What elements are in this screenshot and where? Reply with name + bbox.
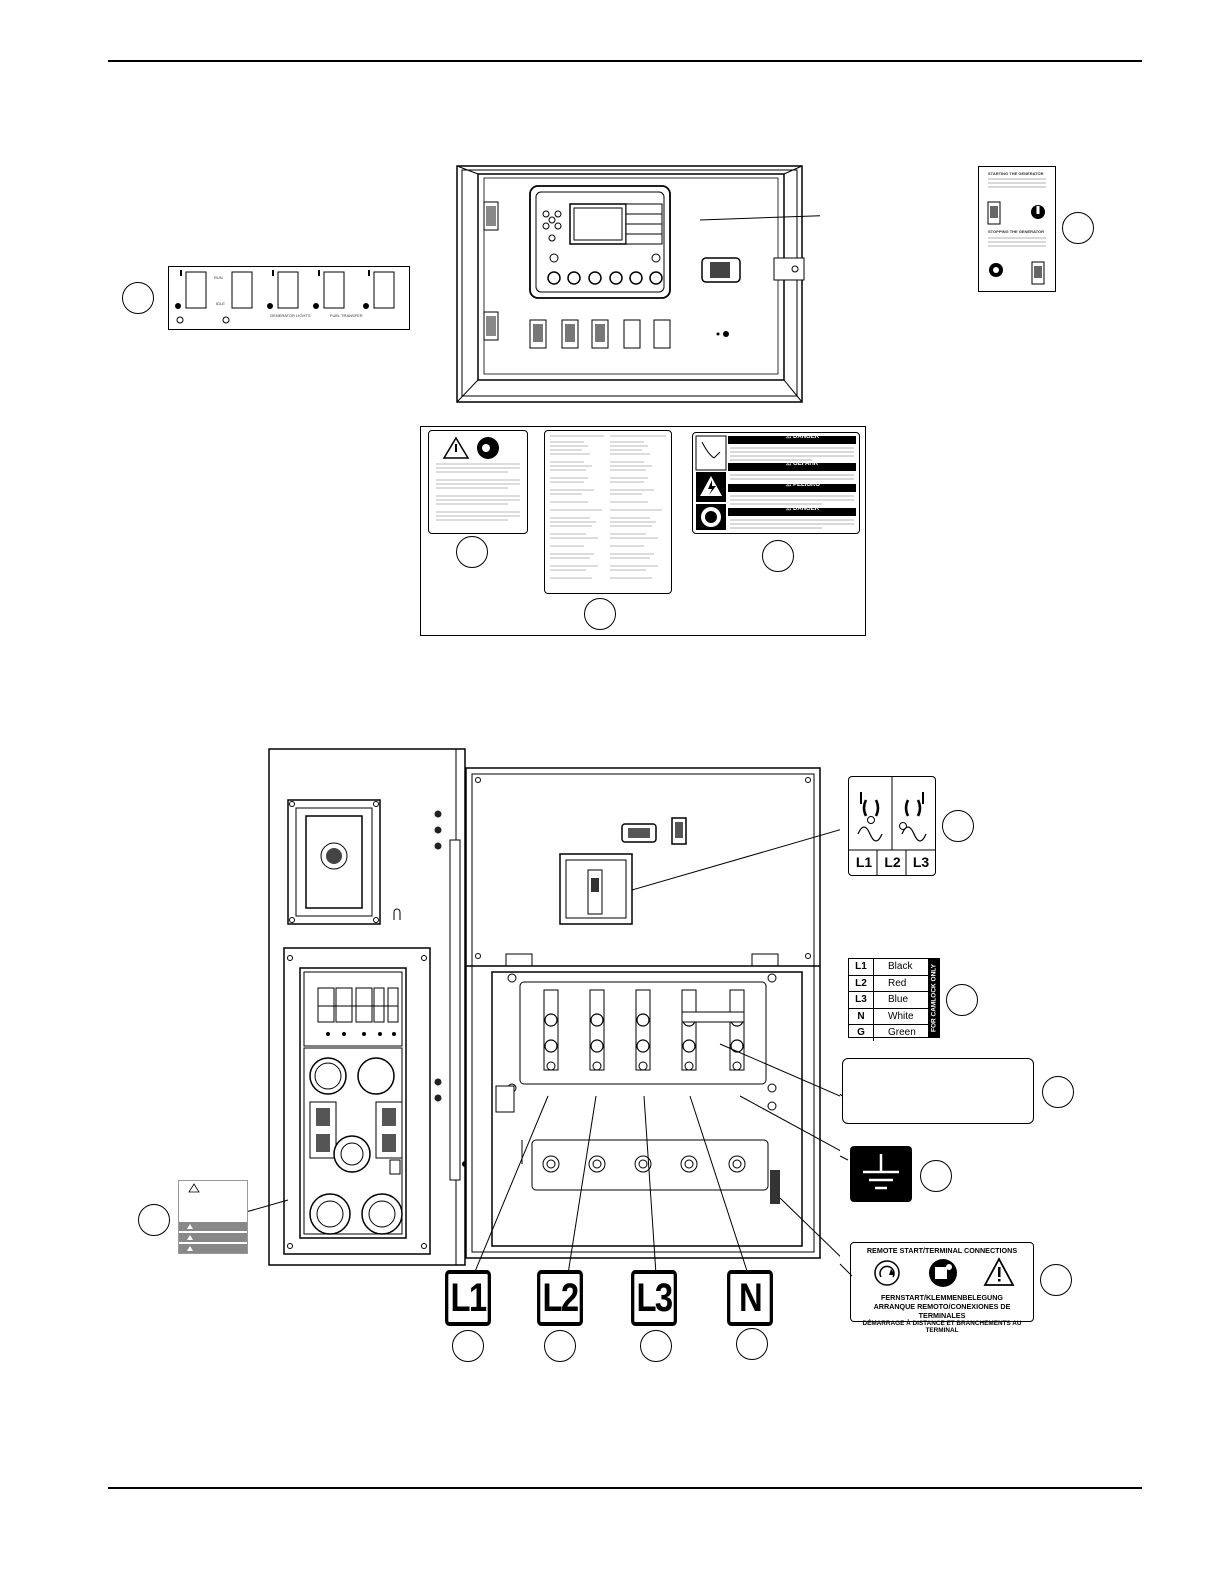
stop-heading: STOPPING THE GENERATOR — [988, 229, 1045, 234]
start-stop-drawing — [987, 178, 1046, 285]
callout-circle — [456, 536, 488, 568]
warning-icon — [983, 1257, 1015, 1286]
switch-label-lights: GENERATOR LIGHTS — [270, 313, 311, 318]
terminal-label-l2: L2 — [537, 1270, 583, 1326]
remote-line-2: ARRANQUE REMOTO/CONEXIONES DE TERMINALES — [873, 1302, 1011, 1320]
remote-line-3: DÉMARRAGE À DISTANCE ET BRANCHEMENTS AU … — [862, 1320, 1022, 1334]
callout-circle — [1040, 1264, 1072, 1296]
terminal-label-n: N — [727, 1270, 773, 1326]
switch-decal-drawing — [175, 270, 410, 324]
remote-start-decal: REMOTE START/TERMINAL CONNECTIONS FERNST… — [850, 1242, 1034, 1334]
danger-heading-4: ⚠ DANGER — [786, 506, 820, 512]
terminal-label-l1: L1 — [445, 1270, 491, 1326]
callout-circle — [1042, 1076, 1074, 1108]
remote-start-icon — [874, 1260, 900, 1286]
switch-label-idle: IDLE — [216, 301, 225, 306]
callout-circle — [1062, 212, 1094, 244]
header-rule — [108, 60, 1142, 62]
switch-label-run: RUN — [214, 275, 223, 280]
callout-circle — [762, 540, 794, 572]
ground-decal — [850, 1146, 912, 1202]
danger-heading-2: ⚠ GEFAHR — [786, 461, 819, 467]
remote-title: REMOTE START/TERMINAL CONNECTIONS — [866, 1246, 1018, 1255]
callout-circle — [640, 1330, 672, 1362]
generator-side-drawing — [268, 748, 840, 1274]
callout-circle — [736, 1328, 768, 1360]
terminal-label-l3: L3 — [631, 1270, 677, 1326]
footer-rule — [108, 1487, 1142, 1489]
camlock-side-strip: FOR CAMLOCK ONLY — [928, 958, 940, 1038]
breaker-label-l2: L2 — [884, 854, 901, 870]
remote-line-1: FERNSTART/KLEMMENBELEGUNG — [880, 1293, 1004, 1302]
callout-circle — [122, 282, 154, 314]
switch-label-fuel: FUEL TRANSFER — [330, 313, 363, 318]
breaker-label-l1: L1 — [855, 854, 873, 870]
callout-circle — [452, 1330, 484, 1362]
callout-circle — [138, 1204, 170, 1236]
breaker-label-l3: L3 — [912, 854, 930, 870]
camlock-side-text: FOR CAMLOCK ONLY — [930, 963, 938, 1033]
safety-decal-drawing — [436, 436, 520, 521]
start-heading: STARTING THE GENERATOR — [988, 171, 1044, 176]
danger-heading-1: ⚠ DANGER — [786, 434, 820, 440]
callout-circle — [544, 1330, 576, 1362]
breaker-decal-drawing — [848, 776, 936, 876]
danger-heading-3: ⚠ PELIGRO — [786, 482, 821, 488]
control-panel-drawing — [456, 165, 820, 403]
callout-circle — [584, 598, 616, 630]
danger-decal-drawing — [695, 435, 856, 530]
instructions-decal-drawing — [550, 435, 666, 579]
blank-decal — [842, 1058, 1034, 1124]
callout-circle — [946, 984, 978, 1016]
outlet-warning-drawing — [179, 1183, 247, 1253]
remote-icons — [874, 1257, 1015, 1287]
callout-circle — [920, 1160, 952, 1192]
callout-circle — [942, 810, 974, 842]
read-manual-icon — [929, 1259, 957, 1287]
instructions-decal — [544, 430, 672, 594]
